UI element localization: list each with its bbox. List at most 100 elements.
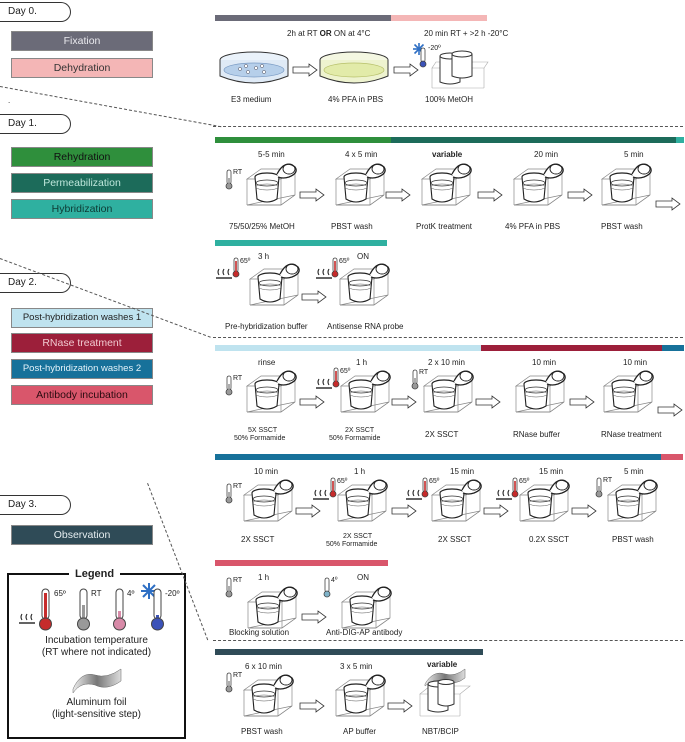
bar-hybridization (215, 240, 387, 246)
row4-step2a: 2X SSCT (343, 533, 373, 540)
vials-box-icon (431, 50, 489, 89)
legend-antibody: Antibody incubation (11, 385, 153, 405)
legend-incubation-note: (RT where not indicated) (41, 647, 152, 658)
legend-permeabilization: Permeabilization (11, 173, 153, 193)
row3-time4: 10 min (532, 358, 557, 367)
row3-step5: RNase treatment (601, 430, 662, 439)
row5-temp: 4º (331, 577, 338, 584)
divider-day0 (213, 126, 683, 127)
row1-time5: 5 min (624, 150, 644, 159)
row1-time3: variable (432, 150, 463, 159)
divider-day1 (213, 337, 683, 338)
row1-time4: 20 min (534, 150, 559, 159)
aluminum-foil-icon (72, 668, 122, 694)
legend-box: Legend 65º RT 4º -20º Incubation tempera… (7, 568, 186, 739)
thermometer-4-icon (323, 577, 331, 598)
row5-step2: Anti-DIG-AP antibody (326, 628, 403, 637)
row0-time1: 2h at RT OR ON at 4°C (287, 29, 371, 38)
legend-dehydration: Dehydration (11, 58, 153, 78)
petri-dish-e3-icon (219, 51, 289, 84)
bar-dehydration (391, 15, 487, 21)
petri-dish-pfa-icon (319, 51, 389, 84)
row3-temp: 65º (340, 368, 351, 375)
bar-fixation (215, 15, 391, 21)
legend-temp-65: 65º (54, 589, 66, 598)
row0-step-metoh: 100% MetOH (425, 95, 474, 104)
row4-temp-3: 65º (519, 478, 530, 485)
tube-icon (247, 586, 298, 629)
row4-step3: 2X SSCT (438, 535, 472, 544)
row2-temp1: 65º (240, 258, 251, 265)
tube-icon (339, 263, 390, 306)
day-3-label: Day 3. (0, 495, 71, 515)
legend-observation: Observation (11, 525, 153, 545)
legend-title: Legend (69, 568, 121, 580)
tube-icon (337, 479, 388, 522)
arrow-icon (477, 188, 503, 202)
legend-fixation: Fixation (11, 31, 153, 51)
row6-time2: 3 x 5 min (340, 662, 373, 671)
arrow-icon (301, 290, 327, 304)
row2-temp2: 65º (339, 258, 350, 265)
bar-antibody (215, 560, 388, 566)
bar-posthyb2-start (662, 345, 684, 351)
row3-step1b: 50% Formamide (234, 435, 286, 442)
legend-hybridization: Hybridization (11, 199, 153, 219)
tube-icon (341, 586, 392, 629)
legend-thermometer-rt-icon (77, 588, 90, 631)
arrow-icon (391, 395, 417, 409)
row4-time1: 10 min (254, 467, 279, 476)
arrow-icon (385, 188, 411, 202)
row4-temp-1: 65º (337, 478, 348, 485)
aluminum-foil-icon (424, 668, 466, 687)
legend-foil-note: (light-sensitive step) (52, 709, 141, 720)
row1-time1: 5-5 min (258, 150, 285, 159)
row2-step2: Antisense RNA probe (327, 322, 404, 331)
row6-time1: 6 x 10 min (245, 662, 282, 671)
arrow-icon (567, 188, 593, 202)
row0-temp: -20º (428, 45, 441, 52)
row5-rt: RT (233, 577, 243, 584)
row2-time1: 3 h (258, 252, 270, 261)
arrow-icon (571, 504, 597, 518)
row3-time1: rinse (258, 358, 276, 367)
row0-step-e3: E3 medium (231, 95, 272, 104)
tube-icon (243, 674, 294, 717)
row4-step2b: 50% Formamide (326, 541, 378, 548)
row4-rt-1: RT (233, 483, 243, 490)
row0-time2: 20 min RT + >2 h -20°C (424, 29, 509, 38)
tube-icon (423, 370, 474, 413)
legend-thermometer-4-icon (113, 588, 126, 631)
arrow-icon (655, 197, 681, 211)
divider-day2 (213, 640, 683, 641)
row6-step2: AP buffer (343, 727, 377, 736)
row4-rt-2: RT (603, 477, 613, 484)
arrow-icon (393, 63, 419, 77)
row2-time2: ON (357, 252, 369, 261)
day-1-label: Day 1. (0, 114, 71, 134)
legend-rnase: RNase treatment (11, 333, 153, 353)
bar-rehydration (215, 137, 391, 143)
row3-rt-1: RT (233, 375, 243, 382)
row4-time4: 15 min (539, 467, 564, 476)
legend-temp-rt: RT (91, 589, 102, 598)
arrow-icon (295, 504, 321, 518)
arrow-icon (657, 403, 683, 417)
row4-temp-2: 65º (429, 478, 440, 485)
row2-step1: Pre-hybridization buffer (225, 322, 308, 331)
thermometer-minus20-icon (419, 47, 427, 68)
tube-icon (513, 163, 564, 206)
tube-icon (246, 370, 297, 413)
vials-box-icon (419, 679, 471, 717)
day-2-label: Day 2. (0, 273, 71, 293)
legend-thermometer-minus20-icon (151, 588, 164, 631)
row1-step2: PBST wash (331, 222, 373, 231)
legend-thermometer-65-icon (39, 588, 52, 631)
arrow-icon (301, 610, 327, 624)
tube-icon (335, 163, 386, 206)
row4-time2: 1 h (354, 467, 366, 476)
tube-icon (335, 674, 386, 717)
arrow-icon (299, 188, 325, 202)
legend-posthyb2: Post-hybridization washes 2 (11, 359, 153, 379)
bar-rnase (481, 345, 662, 351)
